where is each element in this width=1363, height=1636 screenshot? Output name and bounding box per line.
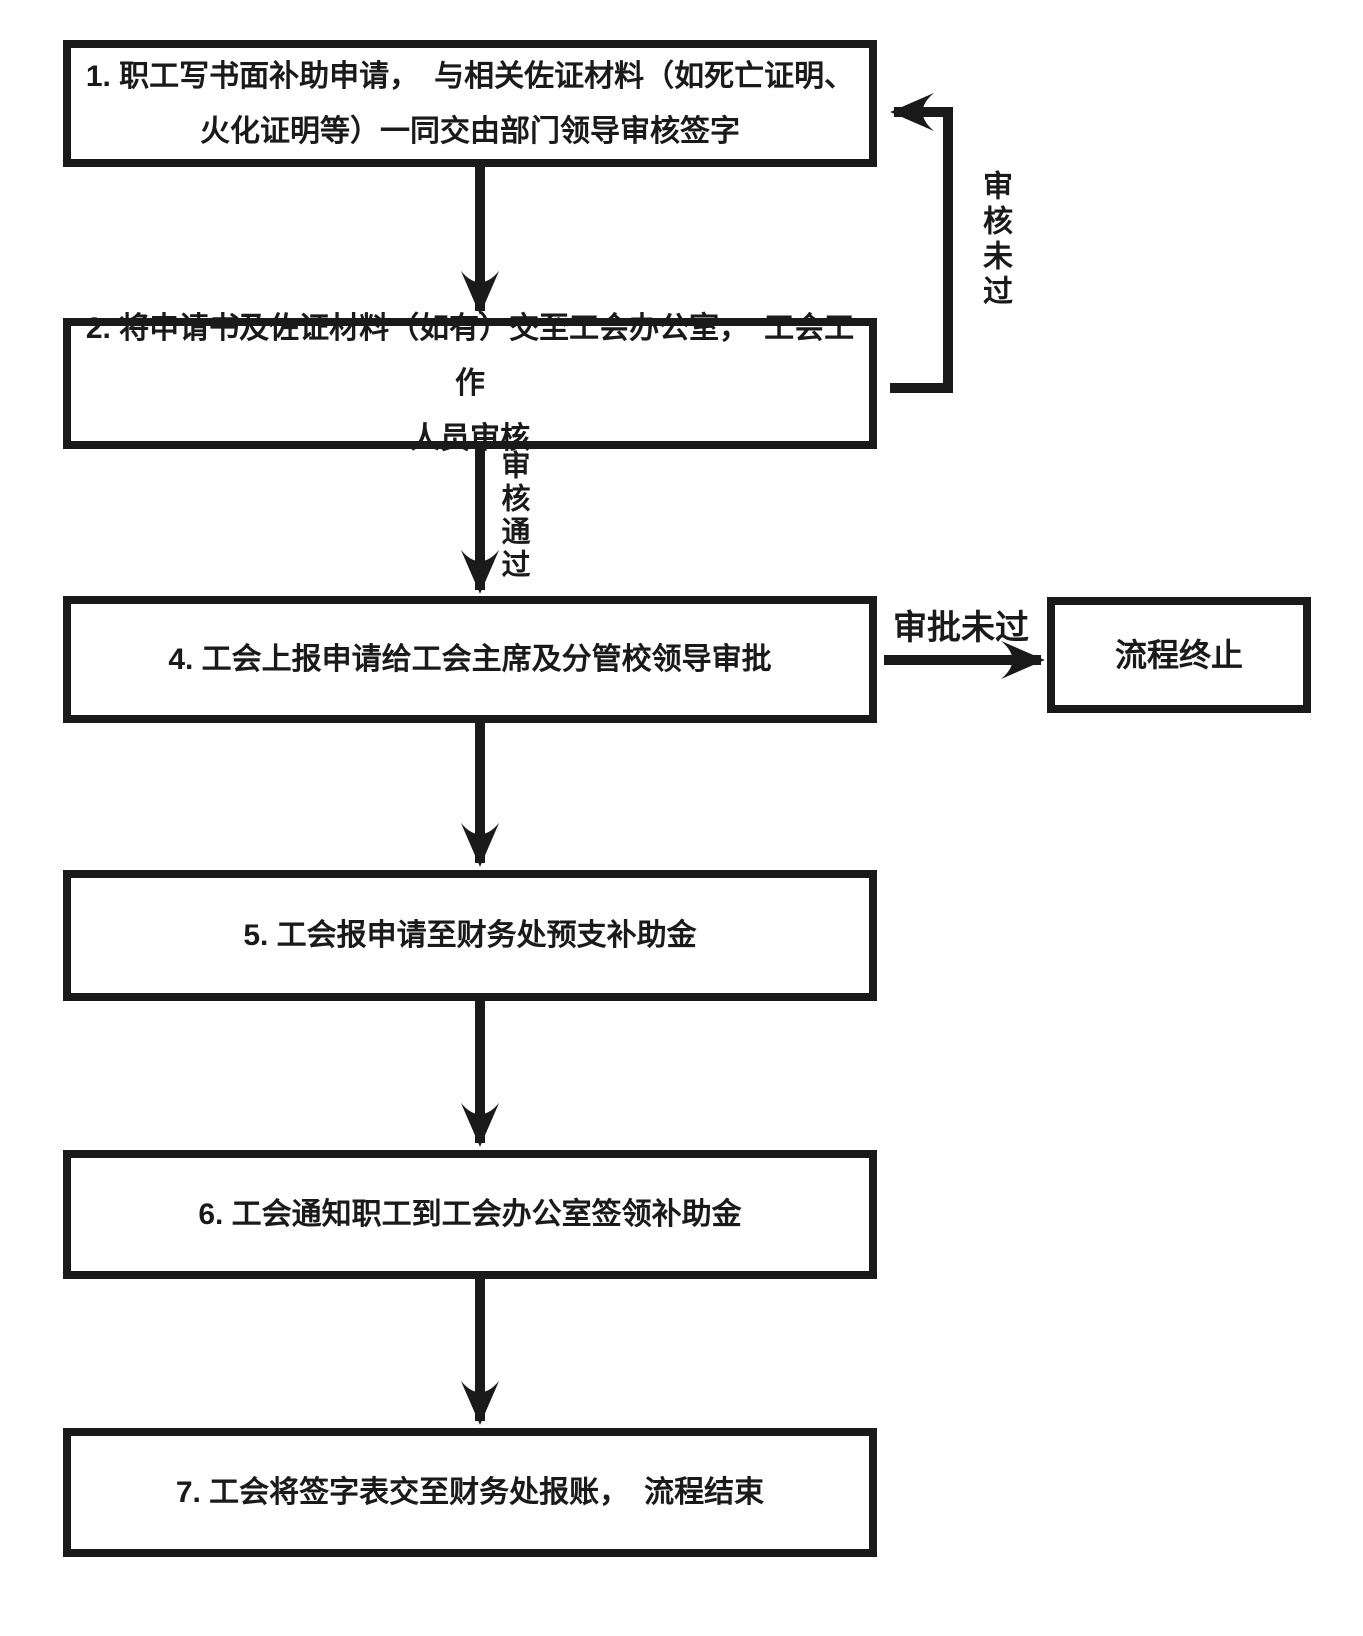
flow-terminate-text: 流程终止 — [1114, 636, 1243, 673]
flow-step-2-text-line1: 2. 将申请书及佐证材料（如有）交至工会办公室， 工会工作 — [85, 312, 855, 400]
flow-step-5-box: 5. 工会报申请至财务处预支补助金 — [63, 870, 877, 1001]
edge-label-approval-failed: 审批未过 — [893, 609, 1029, 647]
flow-step-5-text: 5. 工会报申请至财务处预支补助金 — [243, 919, 697, 952]
flow-step-7-text: 7. 工会将签字表交至财务处报账， 流程结束 — [175, 1476, 765, 1509]
flow-step-2-box: 2. 将申请书及佐证材料（如有）交至工会办公室， 工会工作 人员审核 — [63, 312, 877, 455]
edge-label-review-failed: 审核未过 — [978, 170, 1011, 310]
edge-label-review-passed: 审核通过 — [497, 450, 529, 582]
flow-step-4-box: 4. 工会上报申请给工会主席及分管校领导审批 — [63, 596, 877, 723]
arrow-review-failed-loop — [890, 92, 953, 393]
flow-step-6-box: 6. 工会通知职工到工会办公室签领补助金 — [63, 1150, 877, 1279]
flow-step-1-box: 1. 职工写书面补助申请， 与相关佐证材料（如死亡证明、 火化证明等）一同交由部… — [63, 40, 877, 167]
flow-step-4-text: 4. 工会上报申请给工会主席及分管校领导审批 — [168, 643, 772, 676]
flow-step-7-box: 7. 工会将签字表交至财务处报账， 流程结束 — [63, 1428, 877, 1557]
flow-terminate-box: 流程终止 — [1047, 597, 1311, 713]
flow-step-1-text-line2: 火化证明等）一同交由部门领导审核签字 — [200, 114, 740, 148]
flow-step-6-text: 6. 工会通知职工到工会办公室签领补助金 — [198, 1198, 742, 1231]
flow-step-2-text-line2: 人员审核 — [410, 422, 530, 455]
flow-step-1-text-line1: 1. 职工写书面补助申请， 与相关佐证材料（如死亡证明、 — [85, 59, 855, 93]
